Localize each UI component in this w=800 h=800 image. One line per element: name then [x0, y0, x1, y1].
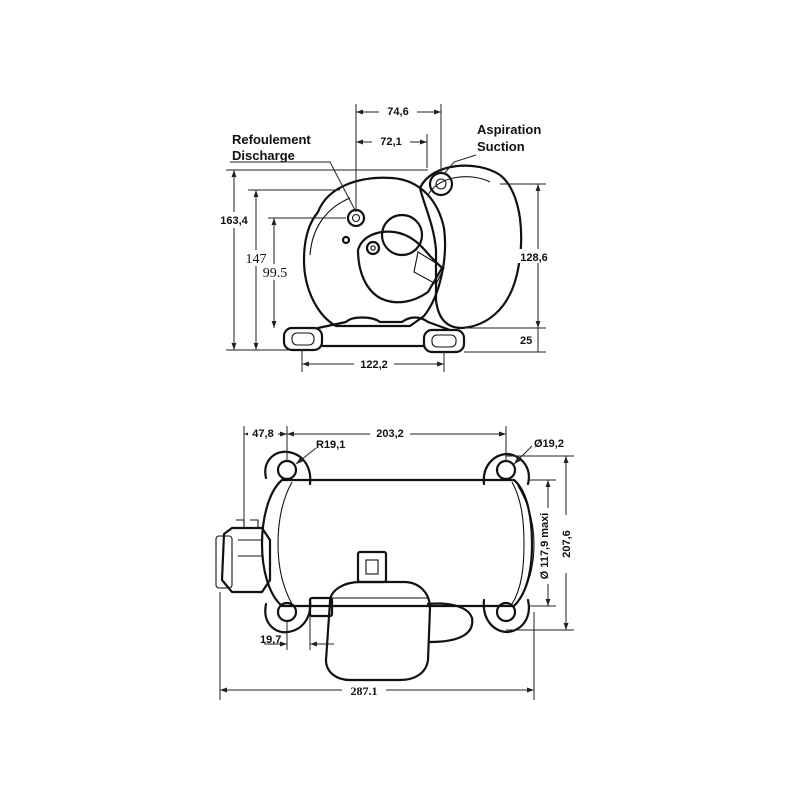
accumulator-connector	[356, 550, 388, 584]
dim-label-72-1: 72,1	[380, 136, 401, 148]
crank-bolt-center	[370, 245, 376, 251]
dim-label-99-5: 99.5	[263, 266, 288, 281]
dim-r19-1: R19,1	[295, 439, 345, 465]
dim-99-5: 99.5	[258, 217, 346, 328]
crank-bolt	[365, 240, 381, 256]
discharge-port	[346, 208, 366, 228]
shell-right-ring	[517, 485, 535, 603]
dim-label-163-4: 163,4	[220, 215, 248, 227]
dim-122-2: 122,2	[301, 350, 445, 372]
mount-tab-top-right	[482, 452, 530, 486]
crank-bore	[380, 213, 424, 257]
suction-port	[428, 171, 454, 197]
dim-287-1: 287.1	[219, 592, 535, 700]
dim-label-122-2: 122,2	[360, 359, 388, 371]
dim-label-19-7: 19,7	[260, 634, 281, 646]
crank-plate	[413, 251, 445, 285]
dim-25: 25	[464, 328, 546, 353]
dim-label-r19-1: R19,1	[316, 439, 345, 451]
mount-hole-top-right	[495, 459, 517, 481]
dim-147: 147	[240, 189, 340, 350]
suction-dome-rim	[427, 176, 491, 196]
label-discharge-en: Discharge	[232, 148, 295, 163]
dim-19-7: 19,7	[260, 616, 334, 650]
label-discharge-fr: Refoulement	[232, 132, 311, 147]
terminal-box	[220, 526, 272, 594]
right-foot	[422, 328, 466, 354]
right-foot-inner	[431, 334, 457, 348]
bottom-view: 47,8 203,2 R19,1 Ø19,2 207,6	[215, 426, 574, 700]
cylinder-shell	[260, 478, 534, 608]
discharge-leader	[230, 161, 357, 213]
dim-47-8: 47,8	[243, 426, 288, 520]
accumulator-connector-inner	[365, 559, 379, 575]
suction-leader	[443, 154, 477, 175]
label-suction-en: Suction	[477, 139, 525, 154]
label-suction-fr: Aspiration	[477, 122, 541, 137]
left-foot	[282, 326, 324, 352]
terminal-pins	[236, 519, 262, 557]
discharge-port-inner	[351, 213, 361, 223]
mount-tab-bottom-right	[482, 598, 530, 634]
dim-72-1: 72,1	[356, 133, 428, 168]
mount-hole-bottom-right	[495, 601, 517, 623]
suction-pipe	[426, 602, 474, 644]
mount-hole-top-left	[276, 459, 298, 481]
mount-tab-top-left	[264, 450, 312, 486]
dim-label-128-6: 128,6	[520, 252, 548, 264]
dim-label-diameter-117-9: Ø 117,9 maxi	[539, 513, 551, 580]
mount-tab-bottom-left	[264, 598, 312, 634]
dim-label-287-1: 287.1	[351, 684, 378, 698]
dim-label-25: 25	[520, 335, 532, 347]
shell-right-cap	[511, 481, 525, 605]
left-foot-inner	[291, 332, 315, 346]
terminal-cover	[215, 535, 233, 589]
suction-dome-outline	[418, 164, 523, 330]
dim-label-203-2: 203,2	[376, 428, 404, 440]
top-view: Refoulement Discharge Aspiration Suction…	[214, 103, 552, 372]
shell-inner-arc	[309, 197, 351, 256]
dim-207-6: 207,6	[506, 455, 574, 631]
dim-diameter-117-9: Ø 117,9 maxi	[528, 479, 556, 607]
shell-left-cap	[277, 481, 293, 605]
dim-label-47-8: 47,8	[252, 428, 273, 440]
stub-pipe	[308, 596, 334, 618]
dim-label-147: 147	[246, 252, 267, 267]
dim-74-6: 74,6	[355, 103, 442, 210]
dim-diameter-19-2: Ø19,2	[513, 438, 564, 465]
dim-label-74-6: 74,6	[387, 106, 408, 118]
dim-128-6: 128,6	[464, 183, 552, 329]
base-bracket	[316, 316, 452, 332]
small-port	[341, 235, 351, 245]
dim-label-diameter-19-2: Ø19,2	[534, 438, 564, 450]
dim-203-2: 203,2	[287, 426, 507, 462]
suction-port-inner	[435, 178, 447, 190]
dim-163-4: 163,4	[214, 169, 428, 351]
accumulator-body	[324, 580, 432, 682]
dim-label-207-6: 207,6	[561, 530, 573, 558]
